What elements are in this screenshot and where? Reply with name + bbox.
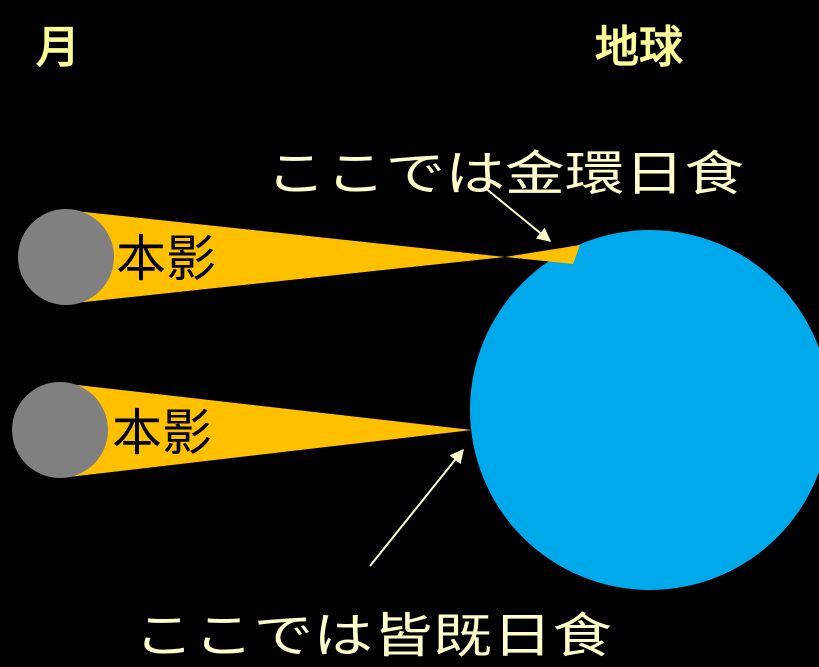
arrow-total [369,448,464,567]
moon-disc-top [18,209,114,305]
umbra-cone-bottom [60,383,472,478]
annular-eclipse-label: ここでは金環日食 [266,146,744,202]
total-eclipse-label: ここでは皆既日食 [134,608,612,664]
earth-globe [470,230,819,590]
umbra-label-top: 本影 [116,230,216,288]
umbra-label-bottom: 本影 [112,404,212,462]
moon-disc-bottom [12,382,108,478]
earth-heading: 地球 [595,22,684,73]
arrow-annular [483,186,552,242]
umbra-cone-top [66,210,505,304]
antumbra-cone-top [505,245,580,264]
moon-heading: 月 [36,22,80,73]
